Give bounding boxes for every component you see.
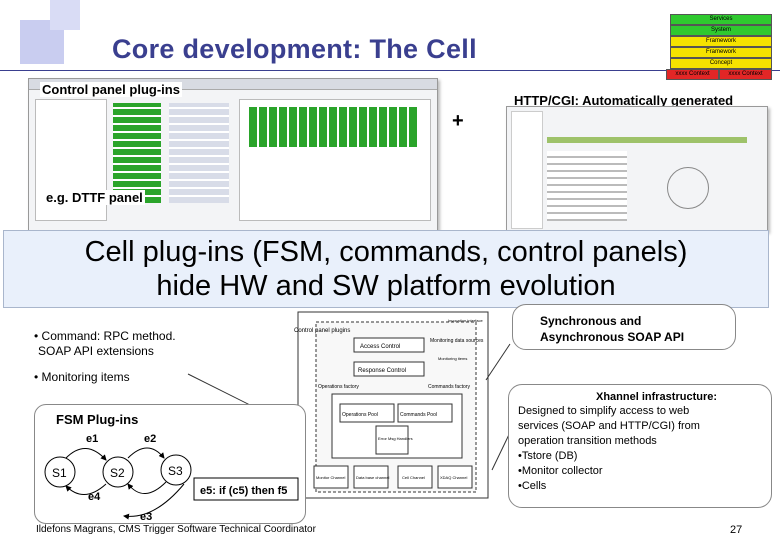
stack-layer: System bbox=[670, 25, 772, 36]
arch-label: Monitoring items bbox=[438, 356, 467, 361]
arch-label: Response Control bbox=[358, 368, 406, 374]
stack-layer: Framework bbox=[670, 36, 772, 47]
banner-line-1: Cell plug-ins (FSM, commands, control pa… bbox=[84, 236, 688, 268]
arch-label: Data base channel bbox=[356, 475, 389, 480]
arch-label: Monitoring data sources bbox=[430, 338, 484, 344]
fsm-condition: e5: if (c5) then f5 bbox=[200, 485, 287, 497]
monitoring-bullet: • Monitoring items bbox=[34, 370, 130, 384]
soap-api-callout bbox=[512, 304, 736, 350]
decoration-line bbox=[0, 70, 780, 71]
fsm-state-s3: S3 bbox=[168, 464, 183, 478]
arch-label: Cell Channel bbox=[402, 475, 425, 480]
slide-title: Core development: The Cell bbox=[112, 34, 477, 64]
fsm-edge-label: e4 bbox=[88, 491, 101, 503]
plus-sign: + bbox=[452, 110, 464, 132]
soap-callout-line-1: Synchronous and bbox=[540, 314, 642, 328]
decoration-square-small bbox=[50, 0, 80, 30]
dttf-panel-example: e.g. DTTF panel bbox=[44, 190, 145, 205]
stack-layer: xxxx Context bbox=[719, 69, 772, 80]
stack-layer: xxxx Context bbox=[666, 69, 719, 80]
arch-label: Commands factory bbox=[428, 384, 470, 390]
fsm-edge-label: e1 bbox=[86, 433, 98, 445]
http-cgi-screenshot bbox=[506, 106, 768, 232]
xhannel-line: operation transition methods bbox=[518, 435, 657, 447]
arch-label: Access Control bbox=[360, 344, 400, 350]
arch-label: Invocation interface bbox=[448, 318, 483, 323]
stack-layer: Concept bbox=[670, 58, 772, 69]
stack-layer: Services bbox=[670, 14, 772, 25]
command-bullet: • Command: RPC method. bbox=[34, 329, 176, 343]
stack-layer: Framework bbox=[670, 47, 772, 58]
xhannel-title: Xhannel infrastructure: bbox=[596, 391, 718, 403]
soap-extensions-text: SOAP API extensions bbox=[38, 344, 154, 358]
fsm-state-s2: S2 bbox=[110, 466, 125, 480]
fsm-diagram: S1 S2 S3 e1 e2 e3 e4 e5: if (c5) then f5 bbox=[44, 433, 299, 522]
arch-label: Operations Pool bbox=[342, 412, 378, 418]
fsm-label: FSM Plug-ins bbox=[56, 412, 139, 427]
fsm-state-s1: S1 bbox=[52, 466, 67, 480]
control-panel-screenshot bbox=[28, 78, 438, 232]
banner-line-2: hide HW and SW platform evolution bbox=[156, 270, 616, 302]
arch-label: Operations factory bbox=[318, 384, 359, 390]
soap-callout-line-2: Asynchronous SOAP API bbox=[540, 330, 685, 344]
xhannel-line: Designed to simplify access to web bbox=[518, 405, 690, 417]
xhannel-line: services (SOAP and HTTP/CGI) from bbox=[518, 420, 700, 432]
footer-text: Ildefons Magrans, CMS Trigger Software T… bbox=[36, 524, 316, 535]
xhannel-callout bbox=[508, 384, 772, 508]
arch-label: Control panel plugins bbox=[294, 328, 350, 334]
arch-label: Error Msg Handlers bbox=[378, 436, 413, 441]
arch-label: Commands Pool bbox=[400, 412, 437, 418]
xhannel-line: •Monitor collector bbox=[518, 465, 603, 477]
xhannel-line: •Cells bbox=[518, 480, 547, 492]
arch-label: XDAQ Channel bbox=[440, 475, 467, 480]
arch-label: Monitor Channel bbox=[316, 475, 345, 480]
fsm-edge-label: e2 bbox=[144, 433, 156, 445]
key-message-banner: Cell plug-ins (FSM, commands, control pa… bbox=[3, 230, 769, 308]
xhannel-line: •Tstore (DB) bbox=[518, 450, 578, 462]
control-panel-label: Control panel plug-ins bbox=[40, 82, 182, 97]
http-cgi-label: HTTP/CGI: Automatically generated bbox=[514, 93, 734, 108]
page-number: 27 bbox=[730, 524, 743, 536]
fsm-edge-label: e3 bbox=[140, 511, 152, 522]
cell-architecture-diagram: Control panel plugins Access Control Res… bbox=[294, 311, 489, 499]
stack-diagram: Services System Framework Framework Conc… bbox=[666, 14, 772, 80]
